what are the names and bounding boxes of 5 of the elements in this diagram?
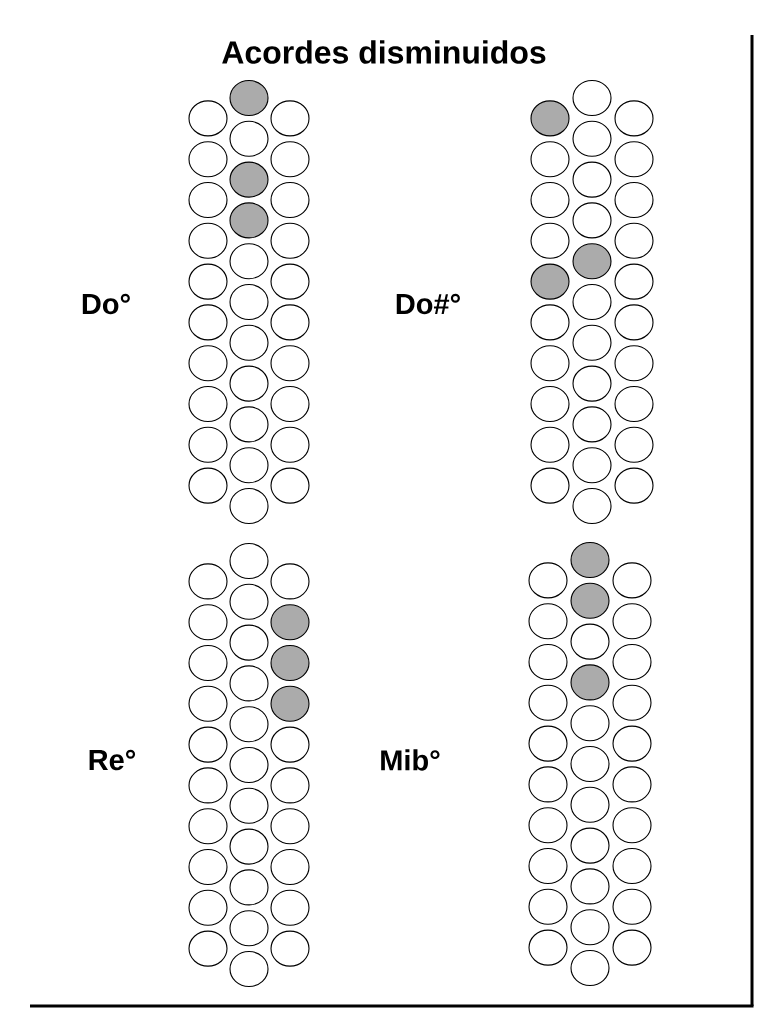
chord-label: Mib° [381, 749, 440, 771]
chord-label: Re° [89, 749, 136, 771]
chord-label: Do° [82, 293, 130, 315]
title: Acordes disminuidos [222, 40, 546, 64]
chord-label: Do#° [396, 293, 460, 315]
